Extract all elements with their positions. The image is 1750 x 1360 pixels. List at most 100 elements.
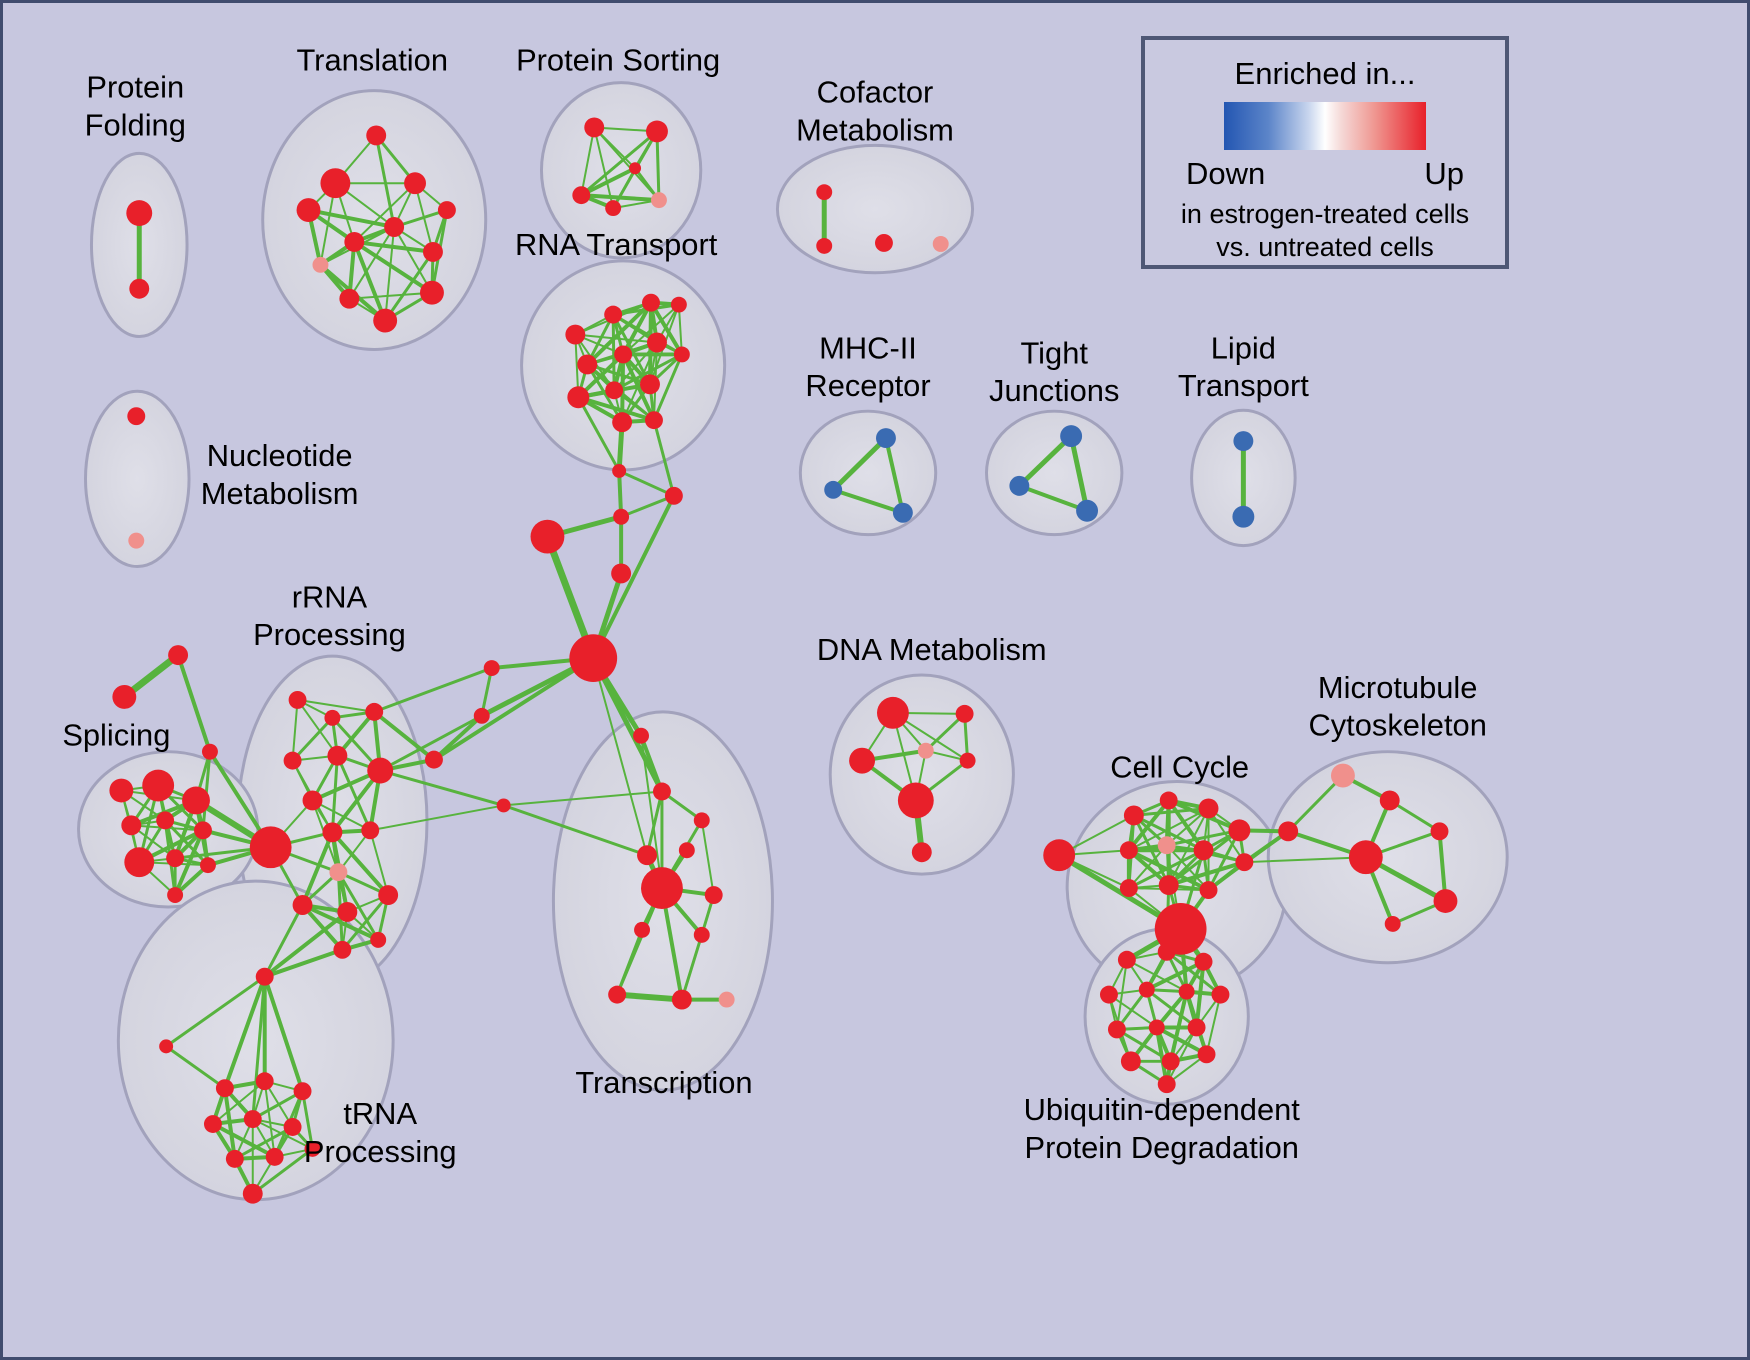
edge	[262, 974, 305, 1094]
edge	[613, 341, 658, 392]
edge	[164, 1044, 227, 1090]
node-ps3	[572, 186, 591, 205]
edge	[831, 487, 905, 515]
edge	[614, 991, 685, 1003]
node-sp8	[166, 849, 185, 868]
node-ub14	[1157, 1075, 1176, 1094]
node-mc5	[1430, 822, 1449, 841]
node-ps1	[584, 117, 605, 138]
edge	[480, 666, 494, 718]
edge	[291, 698, 299, 762]
node-tx1	[633, 727, 650, 744]
edge	[579, 193, 661, 203]
node-cc6	[1119, 841, 1138, 860]
node-rr16	[370, 931, 387, 948]
edge	[830, 435, 889, 493]
edge	[300, 903, 381, 942]
edge	[251, 1089, 305, 1121]
node-ps6	[629, 162, 642, 175]
edge	[883, 436, 905, 515]
cluster-ellipse-nm	[84, 389, 191, 568]
node-lt1	[1233, 431, 1254, 452]
edge	[1165, 950, 1222, 997]
node-rr6	[367, 757, 394, 784]
node-rt3	[642, 293, 660, 312]
legend-caption-line2: vs. untreated cells	[1216, 232, 1434, 262]
edge	[592, 657, 649, 857]
edge	[348, 291, 433, 300]
edge	[336, 870, 380, 942]
node-mh2	[824, 480, 843, 499]
edge	[655, 129, 661, 202]
edge	[593, 126, 615, 210]
node-tr12	[420, 280, 444, 305]
node-mc1	[1330, 763, 1355, 788]
edge	[652, 418, 676, 498]
edge	[1154, 1025, 1209, 1057]
node-mc3	[1278, 821, 1299, 842]
node-rr13	[337, 902, 358, 922]
node-cc8	[1193, 840, 1214, 861]
nodes-layer	[109, 117, 1458, 1204]
edge	[649, 300, 684, 357]
edge	[222, 974, 267, 1091]
node-ps5	[650, 192, 667, 209]
legend: Enriched in... Down Up in estrogen-treat…	[1141, 36, 1509, 269]
edge	[383, 250, 435, 323]
legend-endpoint-labels: Down Up	[1186, 156, 1464, 192]
node-cc3	[1159, 791, 1178, 810]
node-ub2	[1157, 942, 1176, 961]
node-tx5	[678, 842, 695, 859]
node-bn2	[569, 634, 618, 682]
node-ub1	[1117, 950, 1136, 969]
node-cc13	[1154, 903, 1207, 955]
edge	[384, 226, 396, 322]
node-pf1	[126, 200, 153, 227]
node-tn6	[203, 1115, 222, 1133]
edge	[677, 303, 683, 356]
node-tj2	[1009, 475, 1030, 496]
cluster-ellipse-mh	[798, 409, 938, 537]
node-rr10	[361, 821, 380, 840]
node-tx2	[652, 782, 671, 801]
edge	[233, 1125, 295, 1161]
edge	[700, 819, 715, 897]
node-rr8	[249, 826, 292, 869]
edge	[1127, 848, 1206, 890]
edge	[330, 754, 339, 834]
edge	[1243, 856, 1367, 864]
node-rt6	[614, 345, 633, 364]
edge	[621, 341, 658, 424]
node-cc1	[1043, 839, 1076, 872]
edge	[579, 166, 638, 198]
edge	[340, 893, 390, 952]
edge	[585, 300, 653, 367]
node-rr5	[327, 745, 348, 766]
edge	[352, 239, 434, 295]
node-x4	[611, 563, 632, 584]
node-cc2	[1123, 805, 1144, 826]
edge	[1016, 433, 1074, 489]
node-tr3	[296, 198, 321, 223]
node-ub6	[1178, 983, 1195, 1000]
node-rt11	[640, 374, 660, 395]
node-ub10	[1187, 1018, 1206, 1037]
edge	[1115, 958, 1128, 1031]
node-rt5	[577, 354, 598, 375]
node-rt2	[604, 305, 623, 324]
node-tn12	[242, 1183, 263, 1204]
node-rr4	[283, 751, 302, 770]
node-tr6	[344, 231, 365, 252]
cluster-ellipse-mc	[1266, 750, 1509, 965]
node-cm4	[932, 235, 949, 252]
edge	[502, 790, 663, 807]
node-cc12	[1199, 881, 1218, 900]
node-b2	[473, 707, 490, 724]
node-pf2	[129, 278, 150, 299]
